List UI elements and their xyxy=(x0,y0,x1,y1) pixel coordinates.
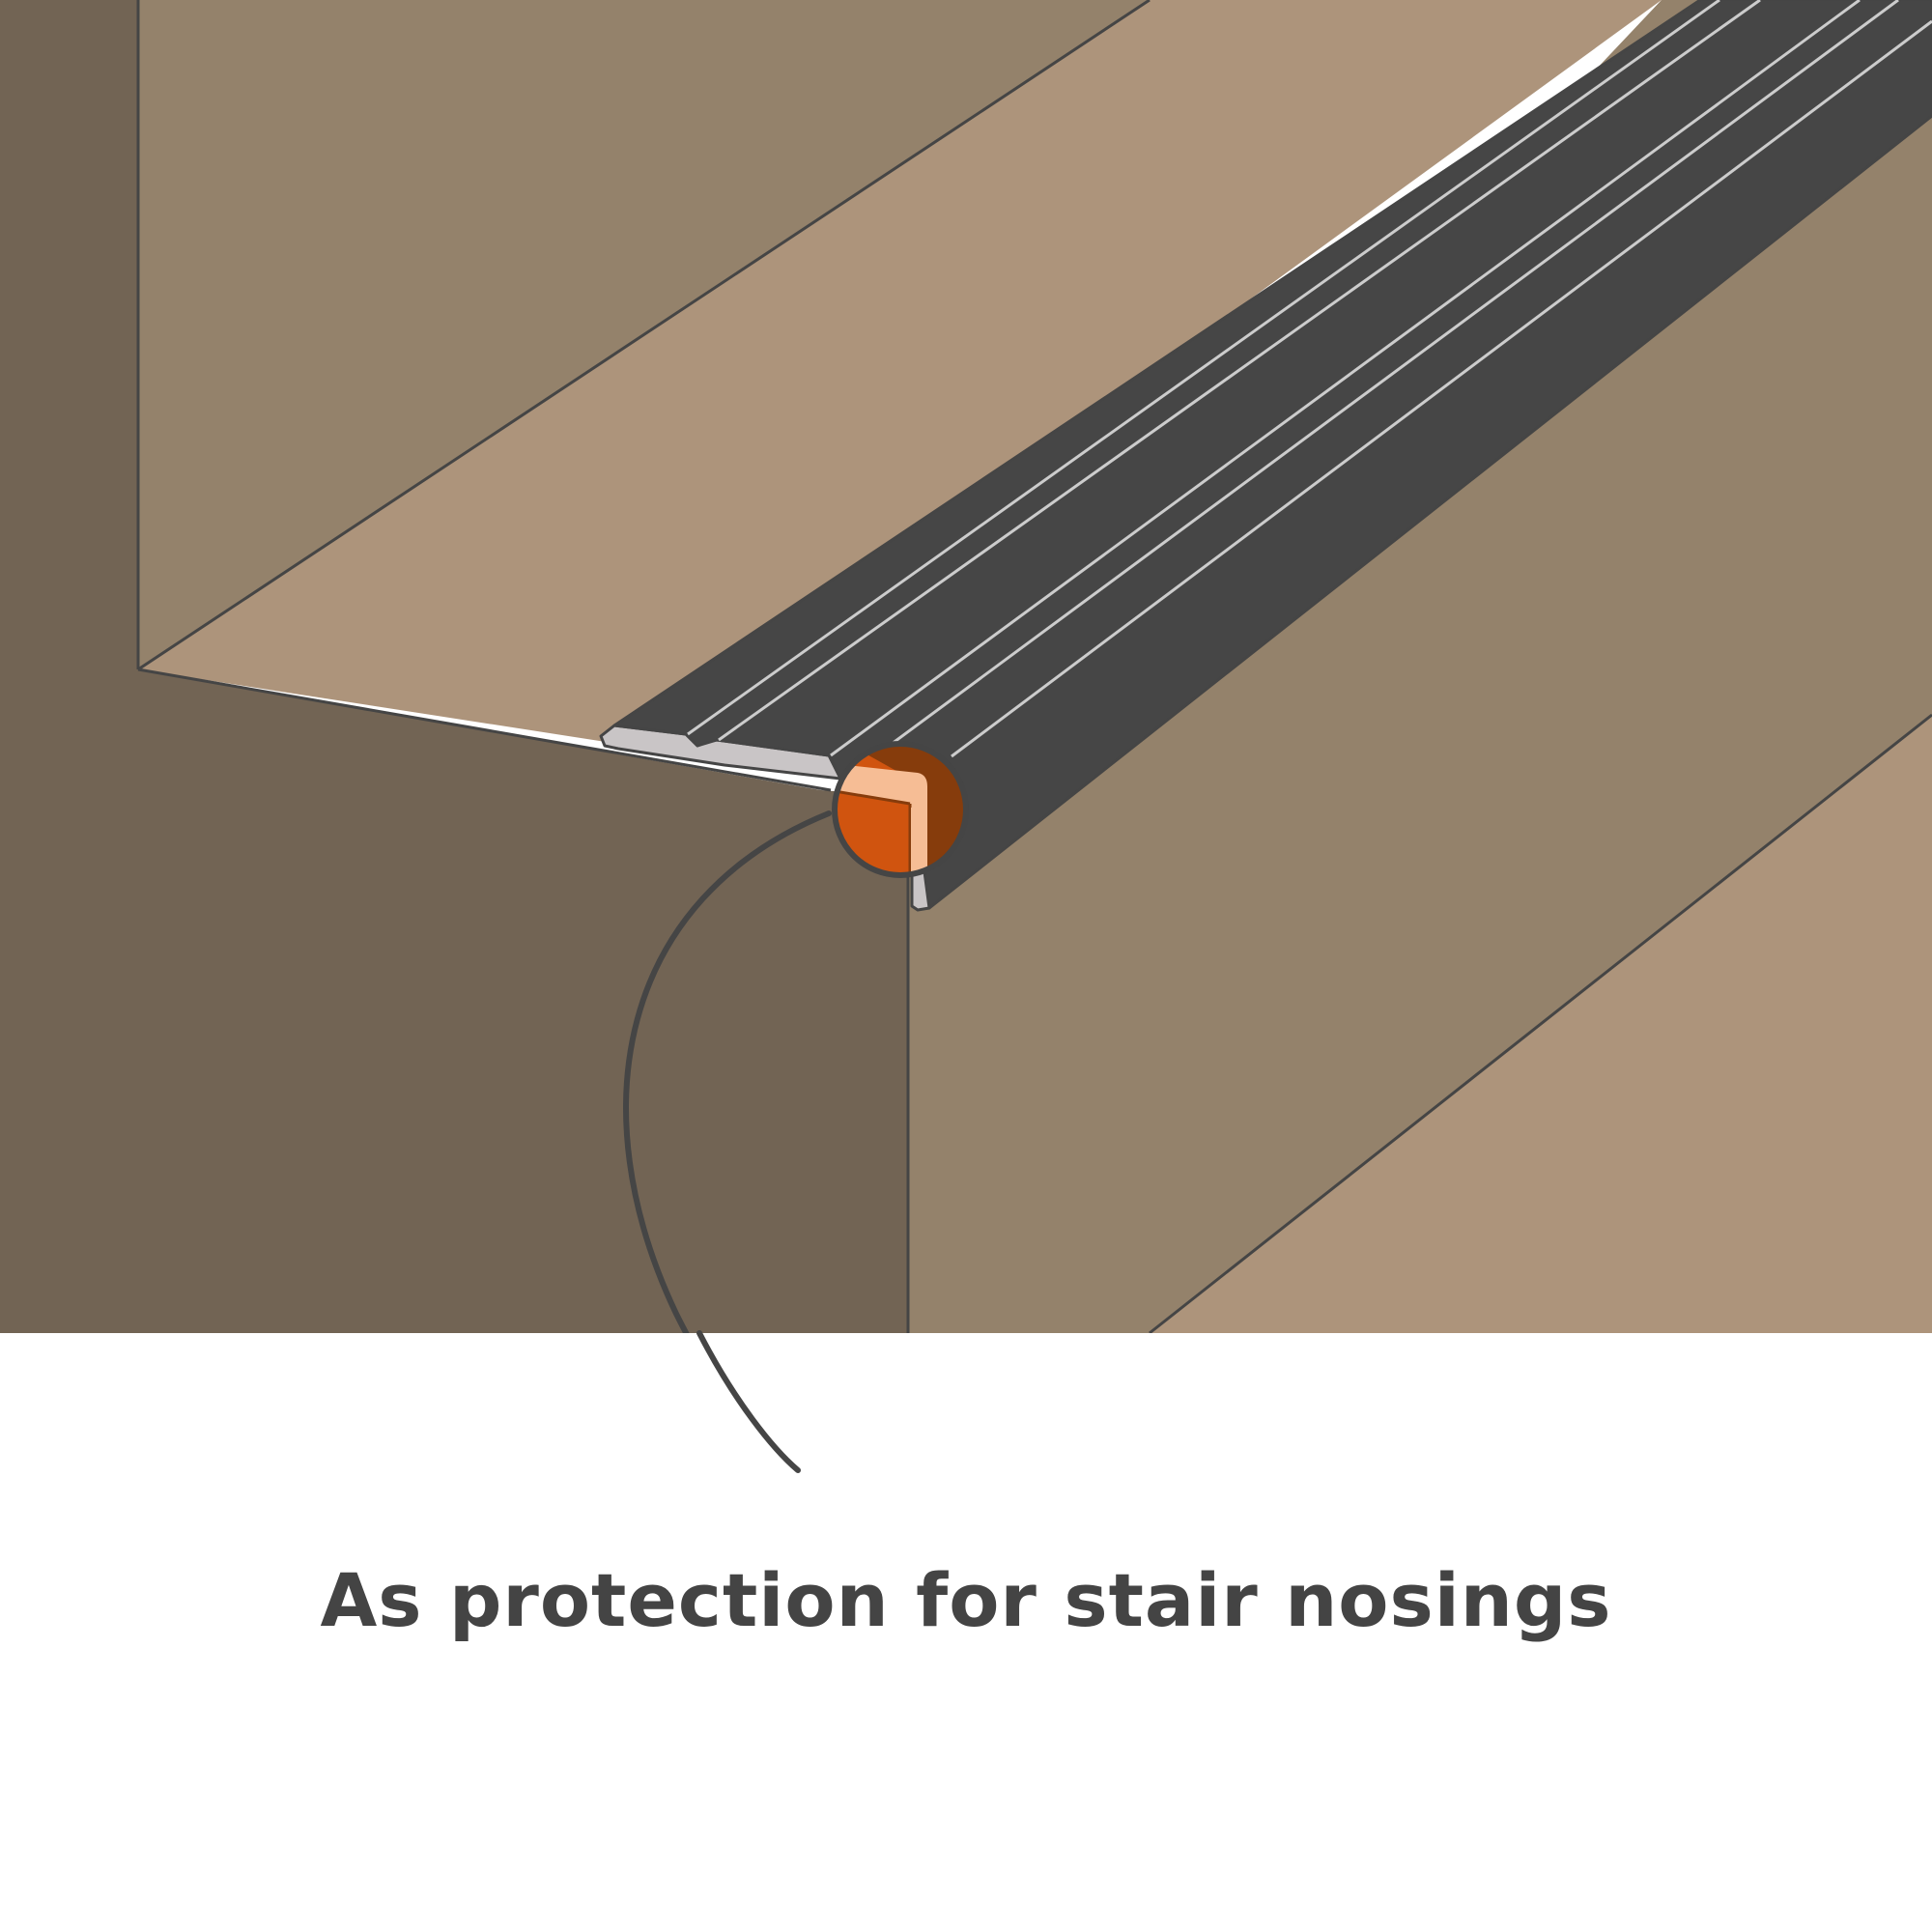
upper-tread xyxy=(138,0,1662,773)
caption-text: As protection for stair nosings xyxy=(320,1557,1612,1643)
left-wall xyxy=(0,0,138,669)
zoom-detail-circle xyxy=(832,741,969,878)
step-front-face xyxy=(0,669,908,1333)
insert-grooves xyxy=(687,0,1932,765)
right-riser-face xyxy=(908,0,1932,1333)
callout-line-tail xyxy=(696,1330,801,1473)
edge-lines xyxy=(136,0,1932,1335)
caption-background xyxy=(0,1333,1932,1932)
